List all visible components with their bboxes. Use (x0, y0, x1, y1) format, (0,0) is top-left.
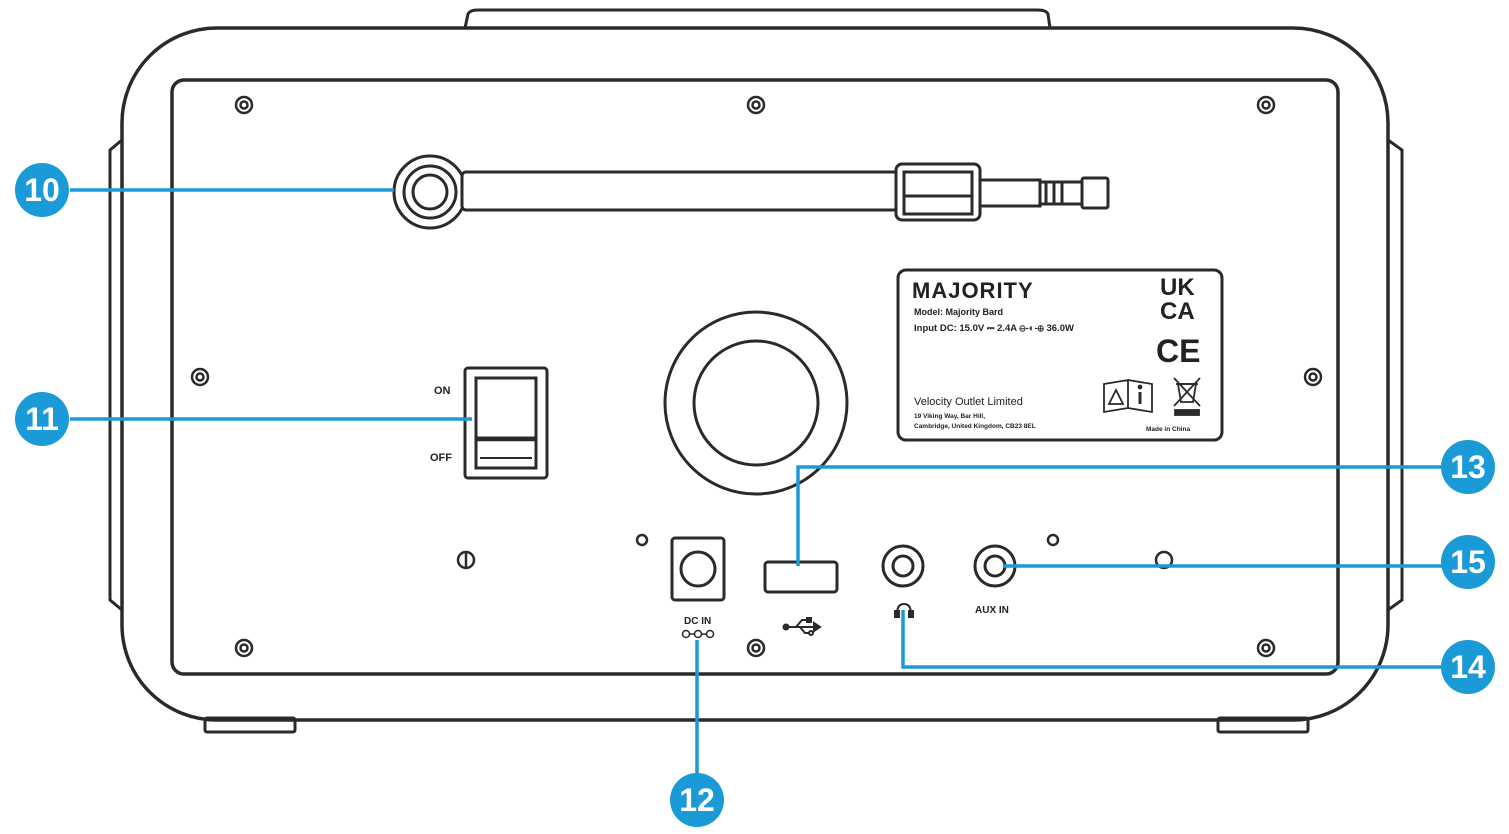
callout-badge (15, 392, 69, 446)
callout-number: 10 (24, 172, 60, 208)
rating-input: Input DC: 15.0V ⎓ 2.4A ⊖-◐-⊕ 36.0W (914, 323, 1074, 334)
screw (746, 95, 766, 115)
usb-port (763, 560, 839, 594)
bass-port (663, 310, 849, 496)
callout-badge (1441, 440, 1495, 494)
callout-number: 11 (25, 401, 59, 437)
right-side-cap (1387, 138, 1404, 612)
telescopic-antenna (392, 154, 1110, 230)
power-switch (463, 366, 549, 480)
callout-15: 15 (1441, 535, 1495, 589)
callout-10: 10 (15, 163, 69, 217)
rating-ukca-bottom: CA (1160, 298, 1195, 325)
switch-on-label: ON (434, 385, 451, 397)
rating-address-2: Cambridge, United Kingdom, CB23 8EL (914, 423, 1036, 430)
callout-number: 14 (1450, 649, 1486, 685)
screw (1303, 367, 1323, 387)
dc-in-socket (670, 536, 726, 602)
callout-number: 15 (1450, 544, 1486, 580)
back-panel (170, 78, 1340, 676)
usb-icon (782, 617, 822, 636)
read-manual-icon (1103, 378, 1153, 414)
callout-12: 12 (670, 773, 724, 827)
weee-bin-icon (1173, 377, 1201, 416)
mount-hole (635, 533, 649, 547)
rating-ce: CE (1156, 333, 1200, 369)
dc-in-label: DC IN (684, 616, 711, 627)
screw (234, 95, 254, 115)
callout-number: 12 (679, 782, 715, 818)
right-foot (1216, 716, 1310, 734)
screw (190, 367, 210, 387)
outer-body (120, 26, 1390, 722)
callout-13: 13 (1441, 440, 1495, 494)
callout-number: 13 (1450, 449, 1486, 485)
callout-badge (1441, 535, 1495, 589)
aux-in-label: AUX IN (975, 605, 1009, 616)
rating-ukca-top: UK (1160, 274, 1195, 301)
headphone-socket (881, 544, 925, 588)
top-handle (463, 8, 1052, 29)
rating-model: Model: Majority Bard (914, 307, 1003, 317)
screw (746, 638, 766, 658)
screw (234, 638, 254, 658)
left-side-cap (108, 138, 123, 612)
callout-lines (70, 188, 1442, 800)
polarity-icon (681, 629, 715, 639)
rating-origin: Made in China (1146, 426, 1190, 433)
screw (1256, 638, 1276, 658)
callout-badge (1441, 640, 1495, 694)
mount-hole (1154, 550, 1174, 570)
rating-label: MAJORITY Model: Majority Bard Input DC: … (896, 268, 1224, 442)
callout-11: 11 (15, 392, 69, 446)
rating-address-1: 19 Viking Way, Bar Hill, (914, 413, 985, 420)
screw (1256, 95, 1276, 115)
mount-hole (1046, 533, 1060, 547)
switch-off-label: OFF (430, 452, 452, 464)
left-foot (203, 716, 297, 734)
rating-company: Velocity Outlet Limited (914, 396, 1023, 408)
callout-badge (670, 773, 724, 827)
callout-14: 14 (1441, 640, 1495, 694)
headphone-icon (894, 602, 914, 618)
rating-brand: MAJORITY (912, 278, 1034, 303)
callout-badge (15, 163, 69, 217)
